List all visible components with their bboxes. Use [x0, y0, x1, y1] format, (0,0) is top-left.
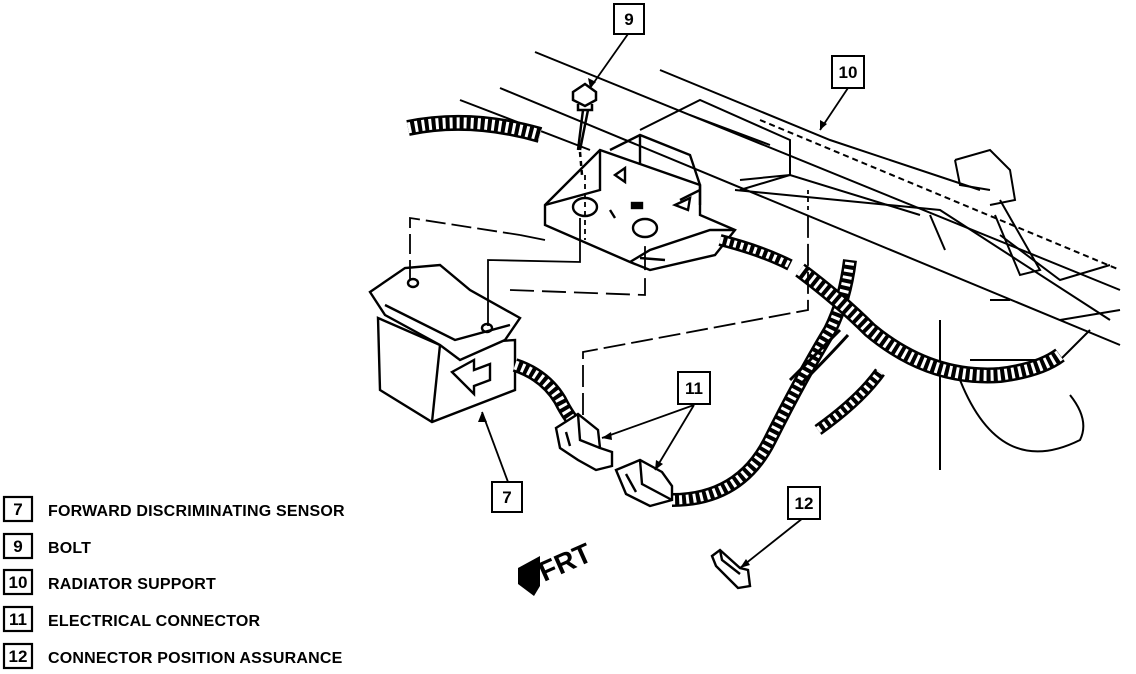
callout-leaders [481, 33, 849, 569]
forward-direction-indicator: FRT [518, 537, 596, 596]
callout-10-label: 10 [839, 63, 858, 82]
alignment-lines [409, 175, 809, 415]
electrical-connector [554, 412, 674, 508]
callout-9-label: 9 [624, 10, 633, 29]
forward-arrow-icon [518, 556, 540, 596]
legend-text: ELECTRICAL CONNECTOR [48, 613, 261, 630]
legend-text: FORWARD DISCRIMINATING SENSOR [48, 503, 345, 520]
forward-discriminating-sensor [368, 263, 522, 424]
callout-7-label: 7 [502, 488, 511, 507]
legend-number: 7 [13, 500, 22, 519]
connector-position-assurance [710, 548, 752, 590]
leader-arrowheads [478, 78, 827, 568]
legend-row: 9 BOLT [2, 532, 91, 560]
callout-10: 10 [831, 55, 865, 89]
callout-12-label: 12 [795, 494, 814, 513]
legend-text: BOLT [48, 540, 91, 557]
callout-12: 12 [787, 486, 821, 520]
callout-11-label: 11 [685, 379, 703, 398]
frt-label: FRT [534, 537, 596, 587]
legend-row: 7 FORWARD DISCRIMINATING SENSOR [2, 495, 345, 523]
legend-row: 12 CONNECTOR POSITION ASSURANCE [2, 642, 343, 670]
legend-row: 11 ELECTRICAL CONNECTOR [2, 605, 261, 633]
legend-number: 12 [9, 647, 28, 666]
legend-row: 10 RADIATOR SUPPORT [2, 568, 216, 596]
legend-text: RADIATOR SUPPORT [48, 576, 216, 593]
legend-text: CONNECTOR POSITION ASSURANCE [48, 650, 343, 667]
callout-9: 9 [613, 3, 645, 35]
legend-number: 10 [9, 573, 28, 592]
callout-7: 7 [491, 481, 523, 513]
legend: 7 FORWARD DISCRIMINATING SENSOR 9 BOLT 1… [2, 495, 345, 670]
legend-number: 11 [9, 610, 27, 629]
legend-number: 9 [13, 537, 22, 556]
callout-11: 11 [677, 371, 711, 405]
bolt [571, 82, 598, 176]
mounting-bracket [543, 133, 737, 272]
